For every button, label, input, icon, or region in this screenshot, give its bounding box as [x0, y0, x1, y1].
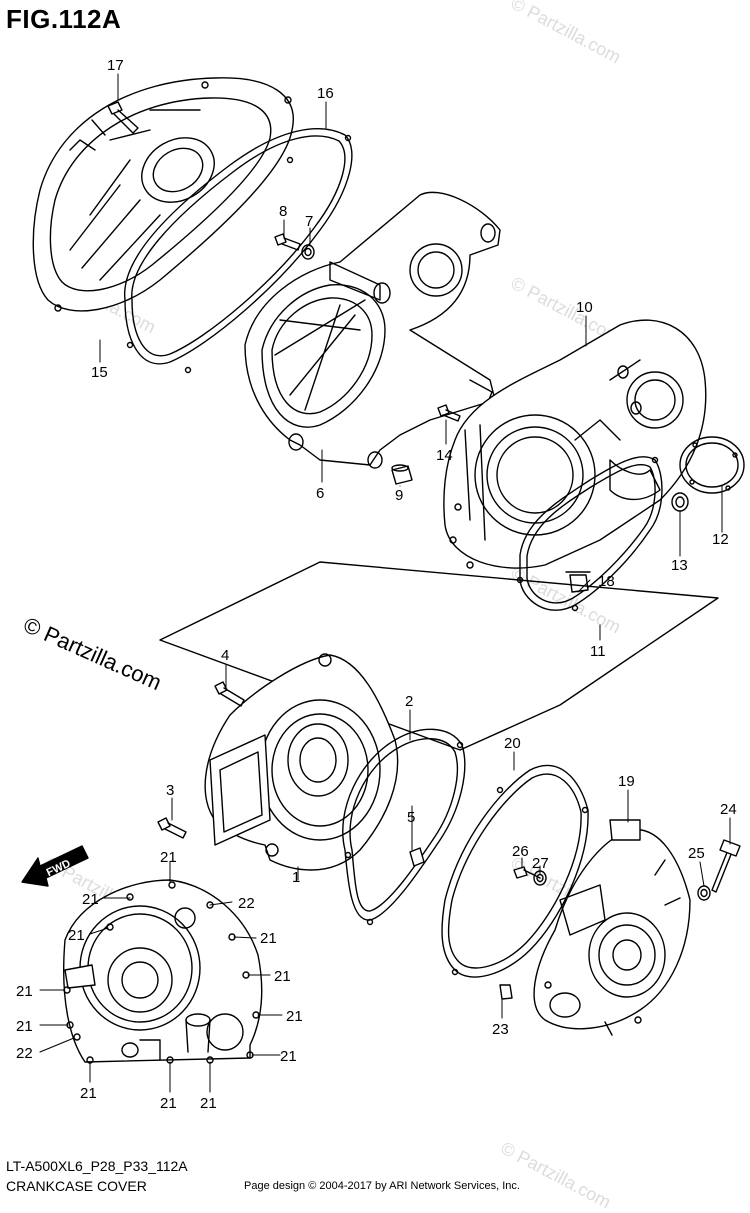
callout-21: 21: [160, 1095, 177, 1112]
figure-title: FIG.112A: [6, 4, 122, 34]
part-15-cvt-outer-cover: [32, 77, 294, 312]
callout-21: 21: [280, 1048, 297, 1065]
part-magneto-cover-bottom: [63, 879, 263, 1064]
part-6-cvt-inner-housing: [244, 191, 501, 469]
callout-21: 21: [274, 968, 291, 985]
part-code: LT-A500XL6_P28_P33_112A: [6, 1158, 188, 1174]
callout-8: 8: [279, 203, 287, 220]
callout-1: 1: [292, 869, 300, 886]
part-16-cvt-gasket: [124, 128, 353, 374]
callout-21: 21: [16, 1018, 33, 1035]
callout-7: 7: [305, 213, 313, 230]
callout-15: 15: [91, 364, 108, 381]
callout-18: 18: [598, 573, 615, 590]
callout-21: 21: [286, 1008, 303, 1025]
callout-24: 24: [720, 801, 737, 818]
callout-21: 21: [160, 849, 177, 866]
callout-11: 11: [590, 643, 606, 660]
bolts-magneto-section: [157, 681, 425, 867]
callout-21: 21: [82, 891, 99, 908]
part-13-oil-seal: [671, 492, 689, 512]
callout-3: 3: [166, 782, 174, 799]
callout-21: 21: [260, 930, 277, 947]
callout-6: 6: [316, 485, 324, 502]
callout-22: 22: [16, 1045, 33, 1062]
callout-10: 10: [576, 299, 593, 316]
callout-22: 22: [238, 895, 255, 912]
callout-5: 5: [407, 809, 415, 826]
callout-2: 2: [405, 693, 413, 710]
bolts-top-section: [107, 101, 461, 485]
callout-4: 4: [221, 647, 229, 664]
leader-lines: [39, 73, 731, 1093]
callout-26: 26: [512, 843, 529, 860]
callout-21: 21: [80, 1085, 97, 1102]
callout-14: 14: [436, 447, 453, 464]
callout-27: 27: [532, 855, 549, 872]
part-10-clutch-cover: [443, 319, 707, 569]
fwd-arrow-icon: [21, 845, 89, 887]
callout-12: 12: [712, 531, 729, 548]
callout-21: 21: [200, 1095, 217, 1112]
callout-17: 17: [107, 57, 124, 74]
callout-19: 19: [618, 773, 635, 790]
copyright-notice: Page design © 2004-2017 by ARI Network S…: [244, 1180, 520, 1192]
callout-16: 16: [317, 85, 334, 102]
part-18-plug: [565, 571, 591, 593]
section-name: CRANKCASE COVER: [6, 1178, 147, 1194]
callout-23: 23: [492, 1021, 509, 1038]
part-1-magneto-cover: [204, 653, 399, 871]
callout-20: 20: [504, 735, 521, 752]
part-2-magneto-gasket: [342, 728, 466, 926]
part-19-starter-clutch-cover: [533, 819, 691, 1036]
callout-25: 25: [688, 845, 705, 862]
callout-21: 21: [16, 983, 33, 1000]
part-12-round-gasket: [679, 436, 745, 494]
callout-13: 13: [671, 557, 688, 574]
callout-21: 21: [68, 927, 85, 944]
callout-labels: 17 16 8 7 15 6 9 10 14 12 13 18 11 4 3 2…: [16, 57, 737, 1112]
callout-9: 9: [395, 487, 403, 504]
fwd-label: FWD: [45, 858, 73, 879]
part-20-gasket: [441, 764, 589, 978]
